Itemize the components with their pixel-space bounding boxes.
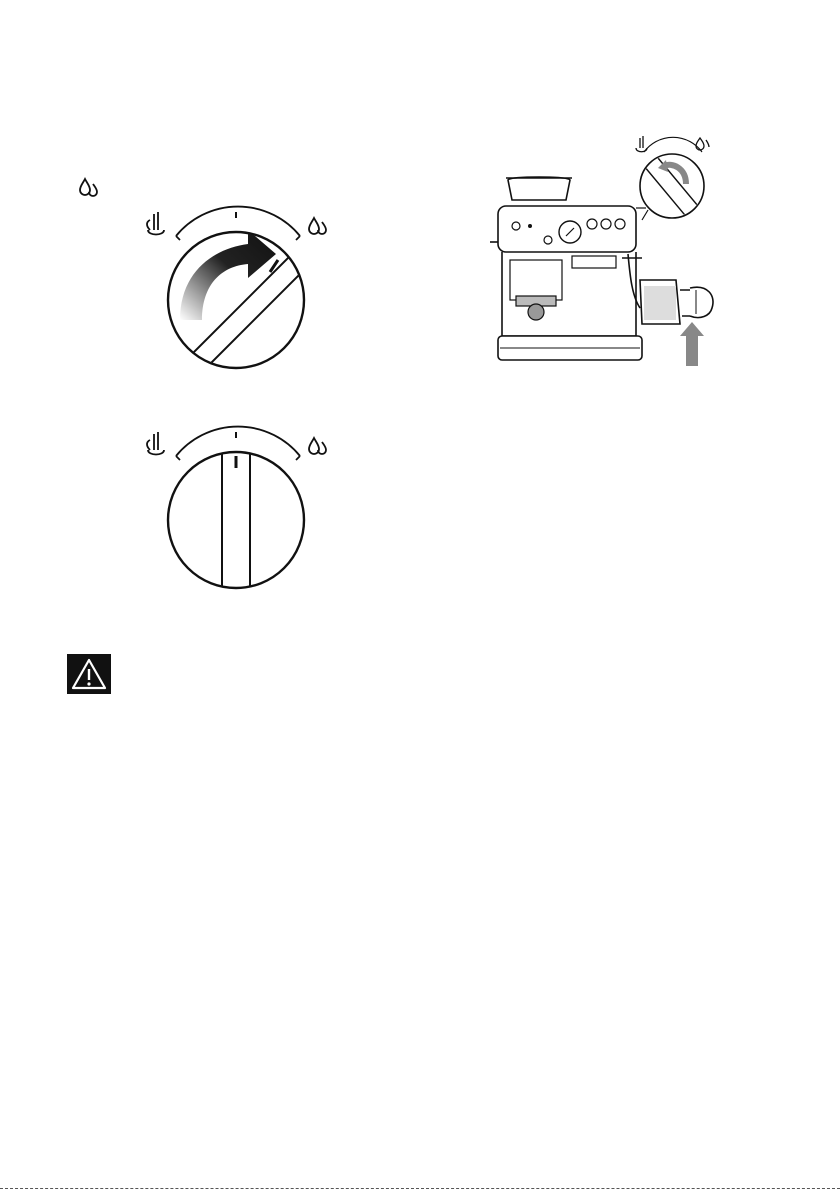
steam-dial-closed <box>136 420 336 590</box>
droplets-icon <box>696 138 709 150</box>
espresso-machine-illustration <box>480 126 760 376</box>
bean-hopper <box>508 177 570 200</box>
page-bottom-rule <box>0 1188 840 1189</box>
warning-triangle-icon <box>67 654 111 694</box>
droplets-icon <box>78 176 102 200</box>
up-arrow-icon <box>680 322 704 366</box>
droplets-icon <box>309 218 326 234</box>
steam-icon <box>147 212 164 235</box>
droplets-icon <box>309 438 326 454</box>
steam-icon <box>147 432 164 455</box>
steam-dial-open <box>136 200 336 370</box>
